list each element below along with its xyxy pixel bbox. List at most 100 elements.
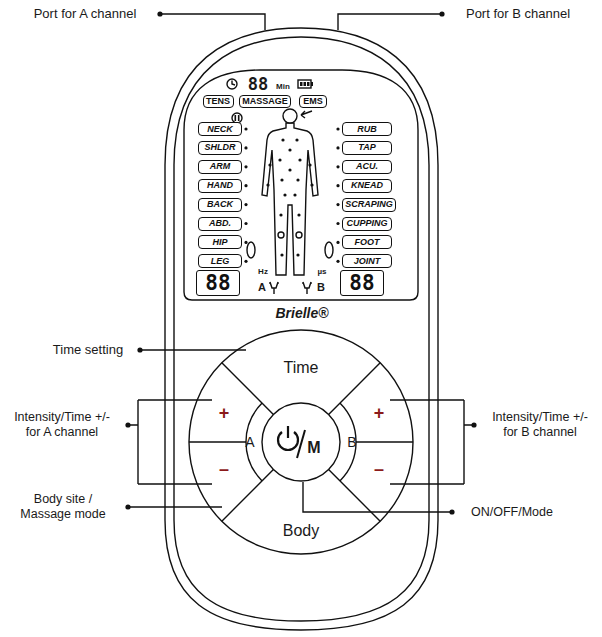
callout-label: Intensity/Time +/- for B channel [486, 410, 594, 440]
body-site-box: FOOT [342, 235, 392, 249]
point-dot [288, 168, 291, 171]
body-site-box: RUB [342, 122, 392, 136]
point-dot [336, 184, 339, 187]
battery-icon [298, 80, 311, 88]
battery-bar [307, 82, 310, 86]
button-label: + [219, 403, 230, 425]
callout-label: Intensity/Time +/- for A channel [7, 410, 117, 440]
leader-line [303, 482, 452, 512]
button-dividers [189, 363, 413, 521]
figure-head [283, 109, 297, 123]
box-text: ARM [210, 162, 231, 171]
unit-label: Min [276, 82, 290, 92]
figure-arrow [301, 111, 312, 118]
electrode-icon [270, 282, 278, 294]
button-label: – [374, 459, 384, 481]
brand-logo: Brielle® [275, 305, 328, 322]
knee-mark [296, 232, 302, 238]
box-text: TENS [206, 97, 230, 106]
body-site-box: SCRAPING [342, 198, 396, 212]
battery-bar [304, 82, 307, 86]
leader-dot [125, 422, 130, 427]
knee-mark [278, 232, 284, 238]
clock-icon [227, 79, 237, 89]
leader-bracket [390, 400, 474, 484]
box-text: HAND [207, 181, 233, 190]
leader-dot [157, 11, 162, 16]
channel-label: B [317, 281, 325, 294]
point-dot [336, 127, 339, 130]
point-dot [280, 253, 283, 256]
leader-line [338, 14, 442, 30]
mode-box: EMS [299, 95, 327, 108]
button-label: Body [283, 521, 319, 540]
body-figure [262, 123, 318, 275]
pause-bars [235, 115, 238, 121]
channel-label: A [258, 281, 266, 294]
screen-outline [184, 70, 418, 300]
leader-dot [471, 422, 476, 427]
box-text: CUPPING [346, 219, 387, 228]
point-dot [310, 183, 313, 186]
body-site-box: ARM [198, 160, 242, 174]
unit-label: Hz [258, 267, 268, 277]
box-text: MASSAGE [242, 97, 288, 106]
body-site-box: SHLDR [198, 141, 242, 155]
box-text: ACU. [356, 162, 378, 171]
body-site-box: KNEAD [342, 179, 392, 193]
digit-display: 88 [340, 270, 384, 296]
housing-outer [165, 28, 438, 630]
callout-label: ON/OFF/Mode [471, 505, 553, 520]
button-label: A [245, 434, 254, 451]
leader-dot [125, 504, 130, 509]
button-ring [189, 330, 413, 554]
body-site-box: HAND [198, 179, 242, 193]
foot-icon [247, 242, 255, 258]
box-text: JOINT [354, 257, 381, 266]
point-dot [296, 178, 299, 181]
clock-hands [232, 81, 235, 86]
leader-dot [137, 347, 142, 352]
point-dot [244, 260, 247, 263]
digit-display: 88 [196, 270, 240, 296]
point-dot [336, 165, 339, 168]
box-text: NECK [207, 125, 233, 134]
battery-nub [311, 82, 313, 86]
leader-line [140, 349, 246, 350]
unit-label: µs [317, 267, 326, 277]
callout-label: Port for B channel [466, 6, 570, 22]
box-text: SCRAPING [345, 200, 393, 209]
housing-inner [174, 37, 429, 621]
leader-line [160, 14, 265, 30]
point-dot [296, 253, 299, 256]
box-text: SHLDR [205, 143, 236, 152]
point-dot [278, 158, 281, 161]
point-dot [336, 260, 339, 263]
power-icon [278, 426, 298, 450]
callout-label: Body site / Massage mode [8, 492, 118, 522]
point-dot [336, 203, 339, 206]
mode-box: MASSAGE [239, 95, 291, 108]
leader-dot [439, 11, 444, 16]
box-text: EMS [303, 97, 323, 106]
point-dot [244, 146, 247, 149]
callout-label: Time setting [53, 342, 123, 358]
box-text: LEG [211, 257, 230, 266]
electrode-icon [303, 282, 311, 294]
channel-arcs [246, 403, 356, 481]
point-dot [281, 138, 284, 141]
body-site-box: NECK [198, 122, 242, 136]
button-label: – [219, 459, 229, 481]
point-dot [308, 163, 311, 166]
button-label: Time [284, 358, 319, 377]
body-site-box: CUPPING [342, 217, 392, 231]
point-dot [244, 241, 247, 244]
point-dot [244, 127, 247, 130]
timer-digits: 88 [248, 74, 268, 94]
callout-label: Port for A channel [34, 6, 137, 22]
body-site-box: HIP [198, 235, 242, 249]
box-text: 88 [349, 273, 374, 294]
point-dot [244, 203, 247, 206]
point-dot [244, 165, 247, 168]
